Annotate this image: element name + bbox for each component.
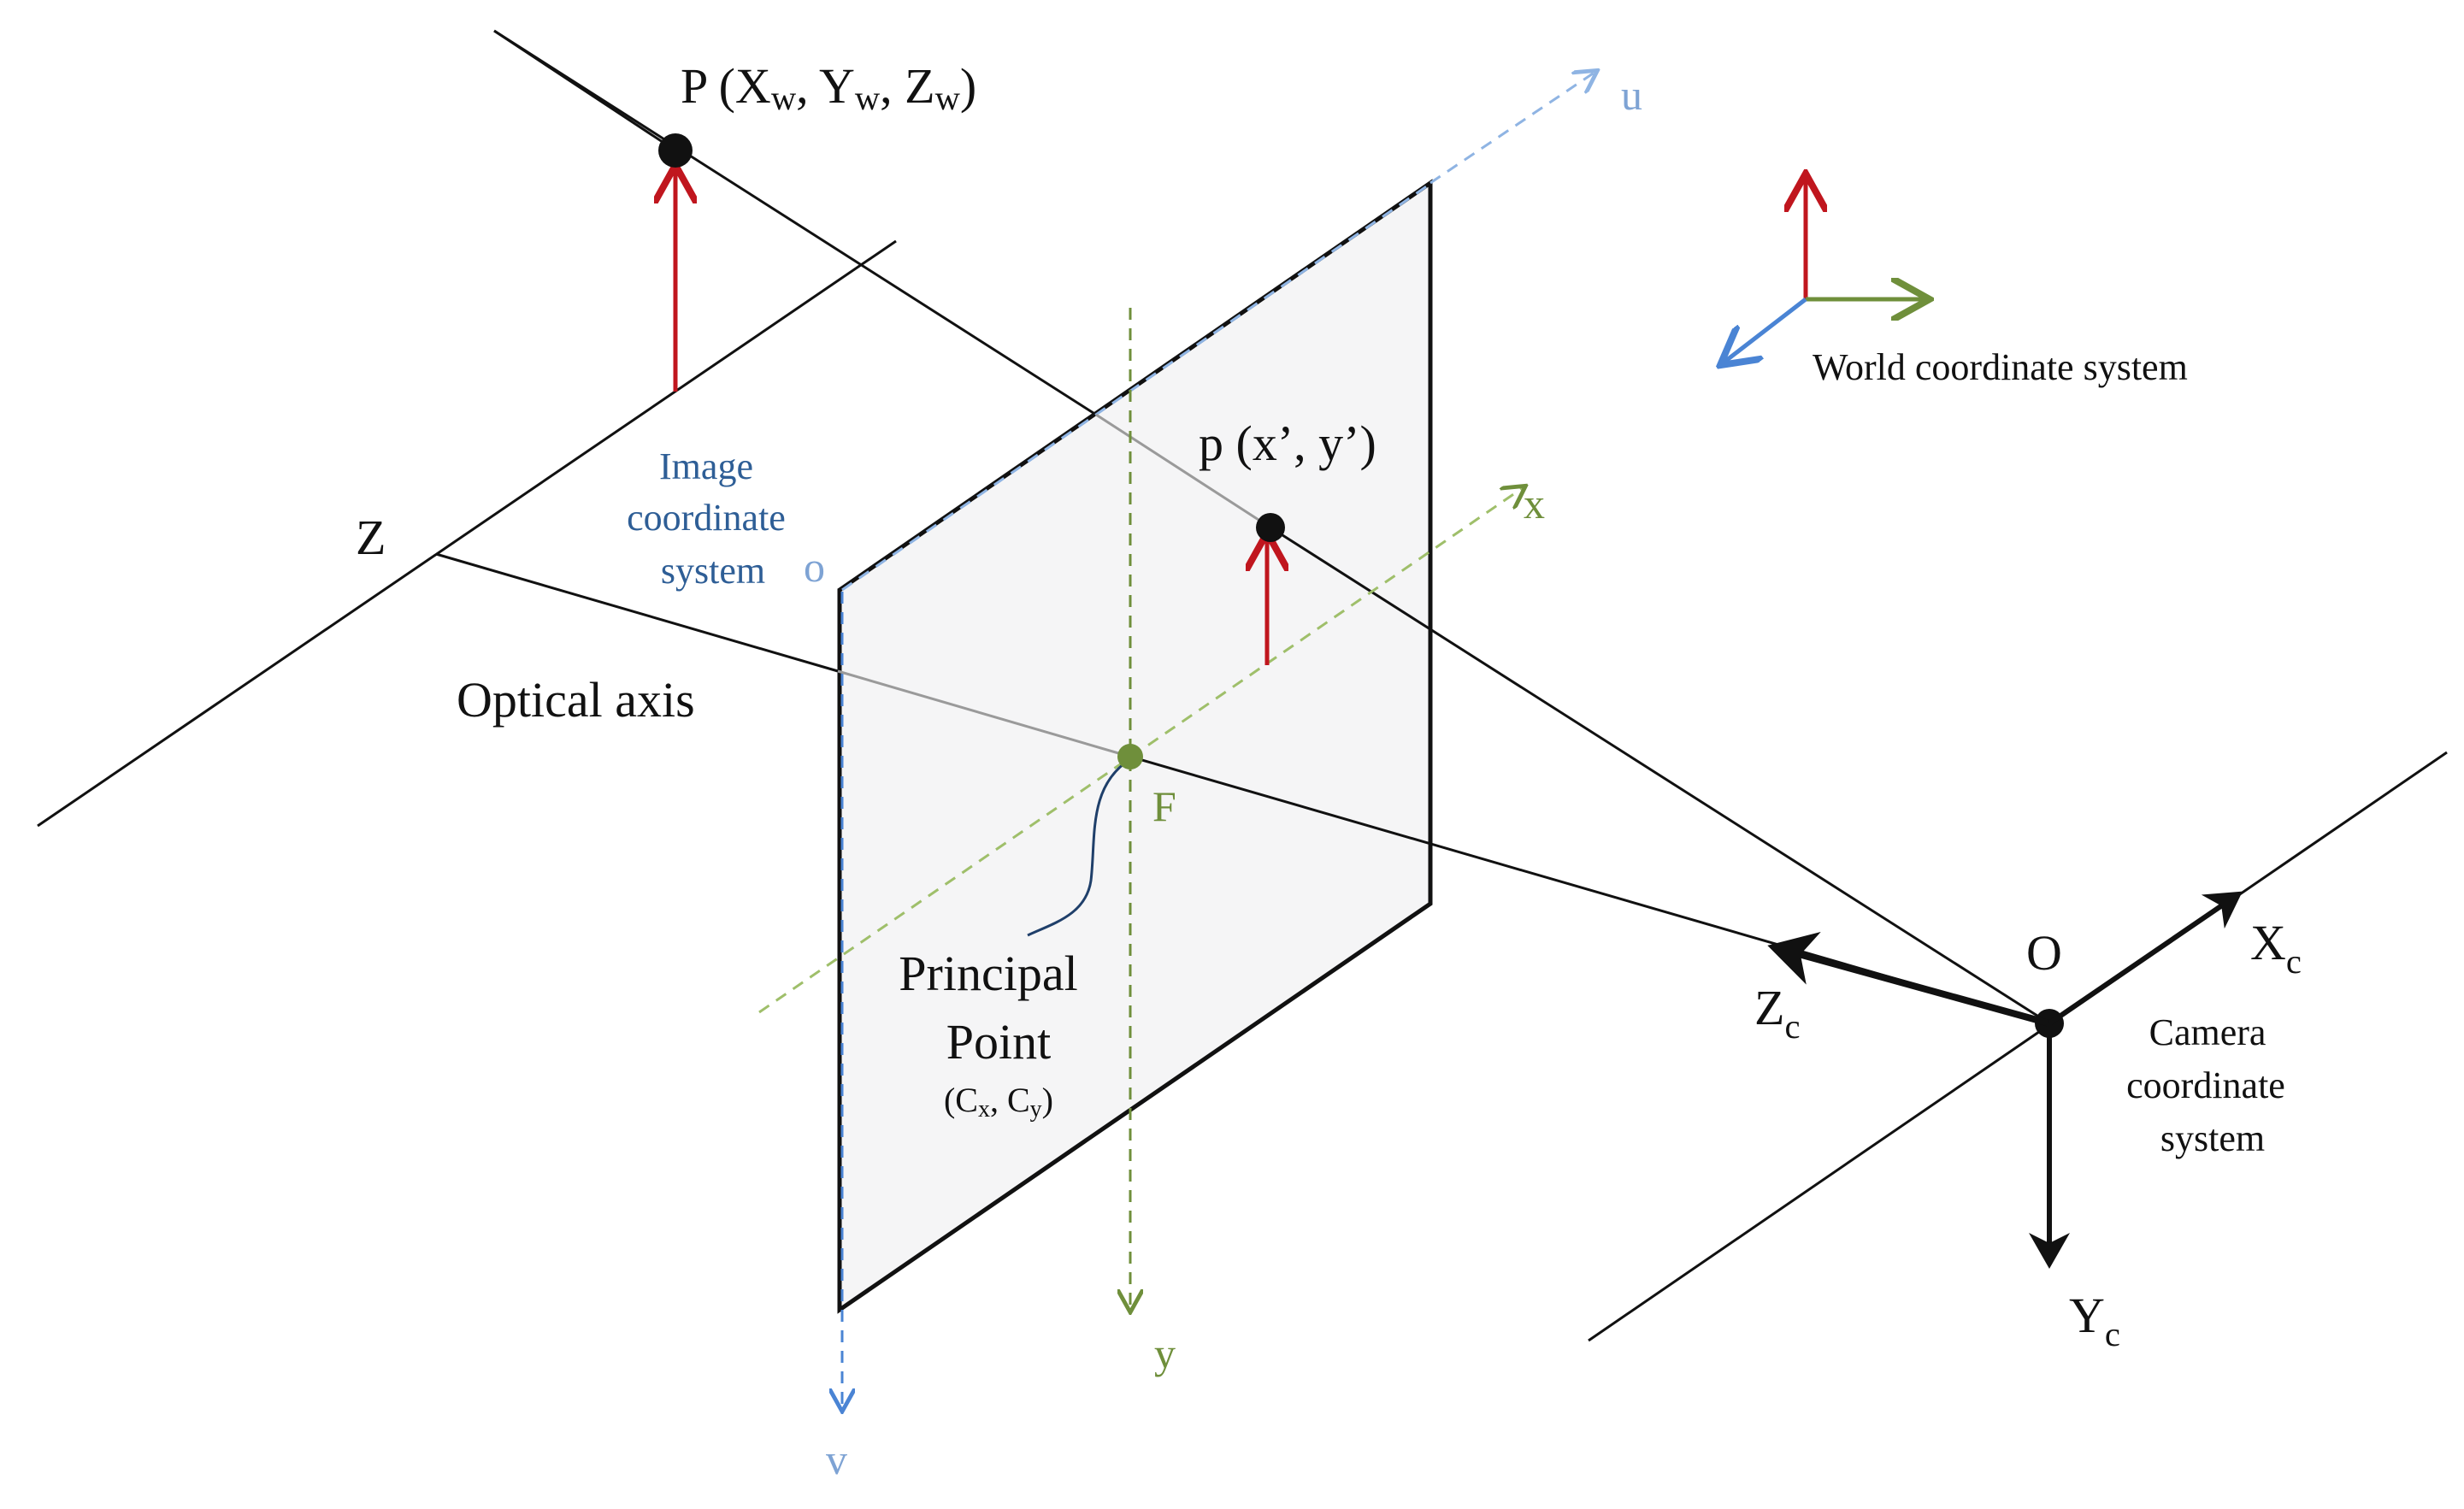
- image-coord-system-line2: coordinate: [627, 497, 786, 539]
- camera-origin-label: O: [2026, 925, 2062, 981]
- world-legend-depth-axis: [1724, 298, 1807, 363]
- origin-o-label: o: [804, 543, 825, 591]
- camera-coord-system-line1: Camera: [2149, 1011, 2267, 1053]
- image-coord-system-line3: system: [661, 550, 765, 592]
- image-coord-system-line1: Image: [659, 445, 753, 487]
- camera-zc-axis: [1767, 931, 2051, 1027]
- image-point-marker: [1256, 513, 1285, 542]
- focal-point-marker: [1117, 744, 1143, 769]
- camera-zc-label: Zc: [1754, 980, 1800, 1046]
- projection-ray-upper-back: [493, 29, 676, 152]
- principal-point-leader: [1027, 757, 1131, 937]
- z-axis-label: Z: [356, 510, 386, 565]
- camera-xc-label: Xc: [2250, 915, 2302, 981]
- camera-coord-system-line3: system: [2160, 1117, 2265, 1159]
- world-point-label: P (Xw, Yw, Zw): [681, 58, 976, 117]
- v-axis-label: v: [826, 1435, 847, 1483]
- projection-ray-upper: [493, 29, 1097, 416]
- u-axis-label: u: [1621, 71, 1642, 119]
- projection-ray-behind-plane: [1095, 413, 1271, 529]
- x-axis-line: [758, 487, 1524, 1014]
- camera-coord-system-line2: coordinate: [2126, 1064, 2285, 1106]
- principal-point-line1: Principal: [899, 946, 1077, 1001]
- camera-ground-line: [1588, 751, 2448, 1342]
- u-axis-edge: [841, 184, 1429, 592]
- principal-point-coords: (Cx, Cy): [944, 1081, 1053, 1123]
- projection-ray-lower: [1270, 526, 2050, 1025]
- u-axis-arrow: [1429, 72, 1595, 185]
- principal-point-line2: Point: [946, 1014, 1052, 1070]
- camera-xc-axis: [2048, 891, 2243, 1026]
- optical-axis-label: Optical axis: [457, 672, 695, 728]
- image-point-label: p (x’, y’): [1199, 416, 1376, 471]
- world-point-marker: [658, 133, 693, 168]
- y-axis-label: y: [1154, 1329, 1176, 1377]
- optical-axis-left: [435, 552, 839, 673]
- world-ground-line: [37, 239, 897, 828]
- optical-axis-behind-plane: [837, 669, 1131, 758]
- world-coord-system-label: World coordinate system: [1813, 346, 2188, 388]
- focal-point-label: F: [1152, 782, 1176, 830]
- camera-yc-label: Yc: [2069, 1288, 2120, 1353]
- x-axis-label: x: [1524, 480, 1545, 528]
